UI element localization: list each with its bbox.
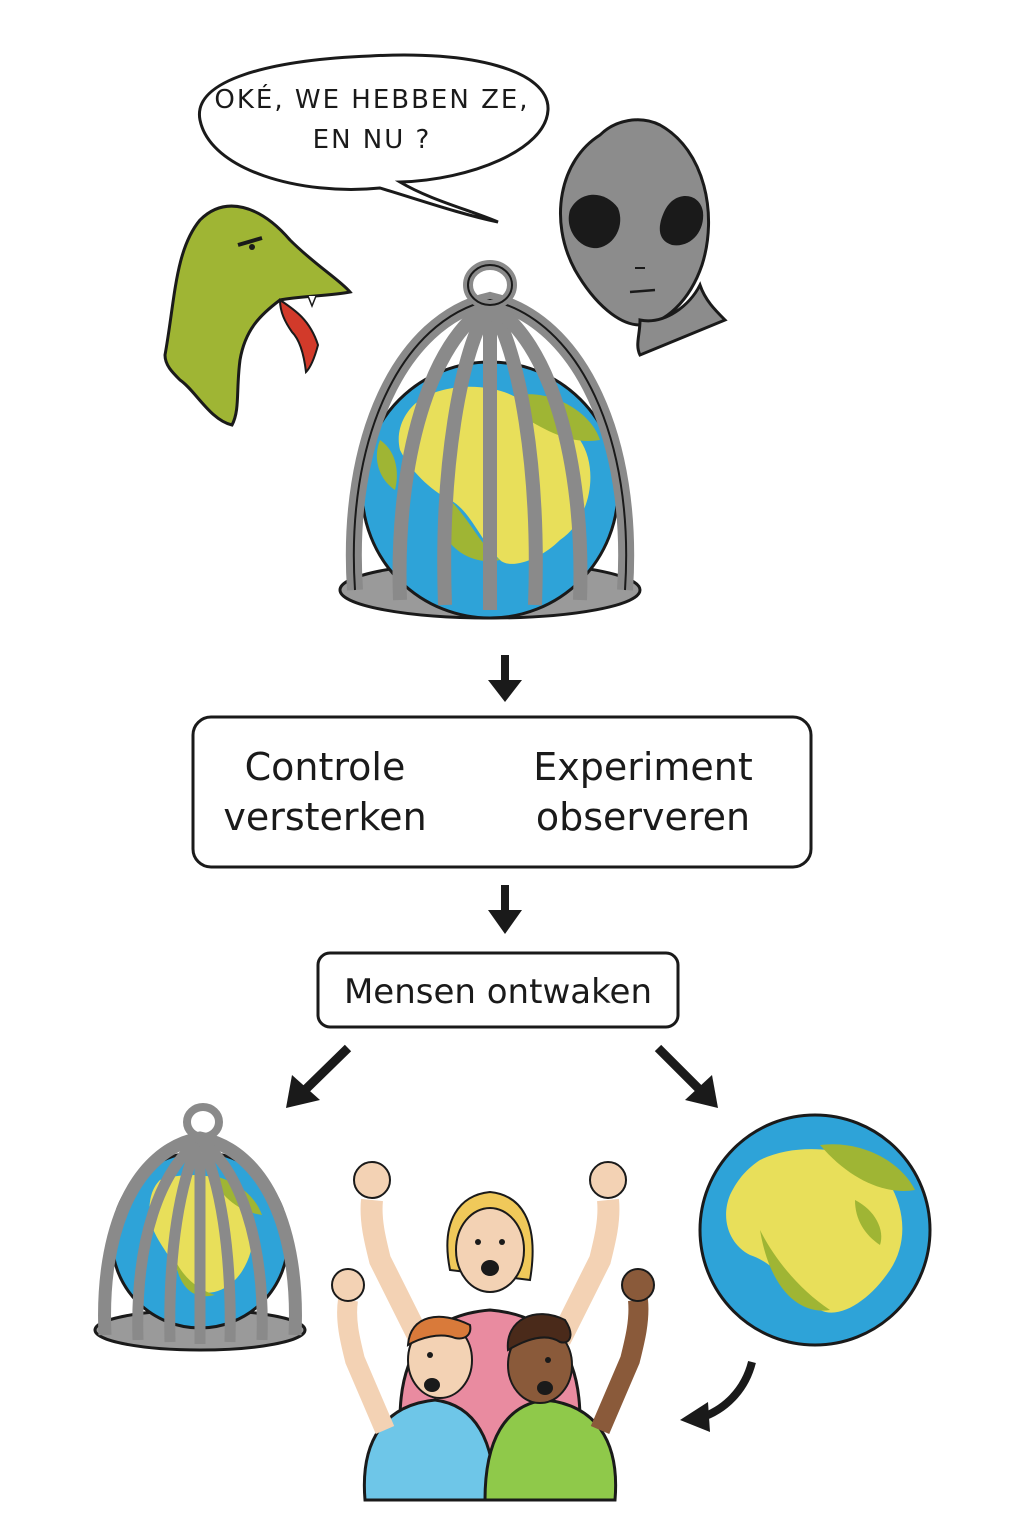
option-left-line-2: versterken — [223, 795, 426, 839]
arrow-down-right-icon — [658, 1048, 718, 1108]
options-box: Controle versterken Experiment observere… — [193, 717, 811, 867]
option-right-line-1: Experiment — [533, 745, 753, 789]
cheering-people-icon — [332, 1162, 654, 1500]
small-caged-earth-icon — [95, 1107, 305, 1350]
curved-arrow-icon — [680, 1362, 752, 1432]
arrow-down-left-icon — [286, 1048, 348, 1108]
speech-bubble: OKÉ, WE HEBBEN ZE, EN NU ? — [199, 55, 548, 222]
reptile-head-icon — [165, 206, 350, 425]
arrow-down-icon — [488, 655, 522, 702]
bubble-line-2: EN NU ? — [313, 125, 432, 155]
free-earth-icon — [700, 1115, 930, 1345]
bubble-line-1: OKÉ, WE HEBBEN ZE, — [214, 83, 529, 115]
outcome-label: Mensen ontwaken — [344, 972, 652, 1012]
outcome-box: Mensen ontwaken — [318, 953, 678, 1027]
option-left-line-1: Controle — [245, 745, 406, 789]
grey-alien-icon — [560, 120, 725, 355]
arrow-down-icon — [488, 885, 522, 934]
caged-earth-icon — [340, 265, 640, 618]
option-right-line-2: observeren — [536, 795, 750, 839]
